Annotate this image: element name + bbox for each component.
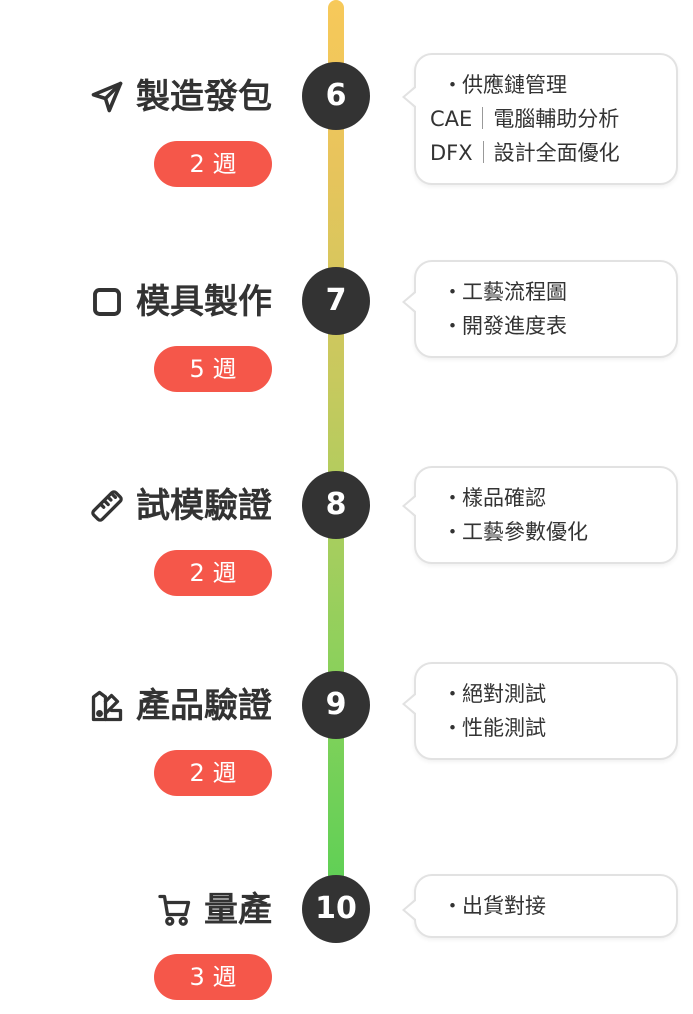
duration-badge: 5 週 [154, 346, 272, 392]
step-title-text: 產品驗證 [136, 686, 272, 726]
step-number: 10 [302, 875, 370, 943]
step-number: 8 [302, 471, 370, 539]
step-title-text: 量產 [204, 890, 272, 930]
divider [482, 141, 484, 163]
duration-badge: 2 週 [154, 141, 272, 187]
note-item: 工藝參數優化 [430, 515, 666, 549]
step-number: 6 [302, 62, 370, 130]
duration-badge: 2 週 [154, 550, 272, 596]
step-title: 製造發包 [88, 75, 272, 119]
note-code: DFX [430, 141, 473, 165]
step-notes: 絕對測試 性能測試 [402, 662, 678, 760]
note-item: 性能測試 [430, 711, 666, 745]
note-item: 樣品確認 [430, 481, 666, 515]
step-notes: 供應鏈管理 CAE 電腦輔助分析 DFX 設計全面優化 [402, 53, 678, 185]
note-item: 供應鏈管理 [430, 68, 666, 102]
step-notes: 樣品確認 工藝參數優化 [402, 466, 678, 564]
note-text: 設計全面優化 [493, 141, 620, 165]
note-code: CAE [430, 107, 473, 131]
step-notes: 出貨對接 [402, 874, 678, 938]
step-title: 量產 [156, 888, 272, 932]
step-title: 模具製作 [88, 280, 272, 324]
note-item: 開發進度表 [430, 309, 666, 343]
ruler-icon [88, 487, 126, 525]
note-text: 電腦輔助分析 [493, 107, 620, 131]
note-item: 工藝流程圖 [430, 275, 666, 309]
step-title-text: 試模驗證 [136, 486, 272, 526]
cart-icon [156, 891, 194, 929]
divider [482, 107, 484, 129]
note-item: DFX 設計全面優化 [430, 136, 666, 170]
square-icon [88, 283, 126, 321]
timeline-spine [328, 0, 344, 906]
note-item: 出貨對接 [430, 889, 666, 923]
step-title-text: 模具製作 [136, 282, 272, 322]
swatch-icon [88, 687, 126, 725]
step-title: 試模驗證 [88, 484, 272, 528]
step-title: 產品驗證 [88, 684, 272, 728]
send-icon [88, 78, 126, 116]
duration-badge: 3 週 [154, 954, 272, 1000]
step-title-text: 製造發包 [136, 77, 272, 117]
duration-badge: 2 週 [154, 750, 272, 796]
step-notes: 工藝流程圖 開發進度表 [402, 260, 678, 358]
note-item: 絕對測試 [430, 677, 666, 711]
step-number: 7 [302, 267, 370, 335]
note-item: CAE 電腦輔助分析 [430, 102, 666, 136]
step-number: 9 [302, 671, 370, 739]
